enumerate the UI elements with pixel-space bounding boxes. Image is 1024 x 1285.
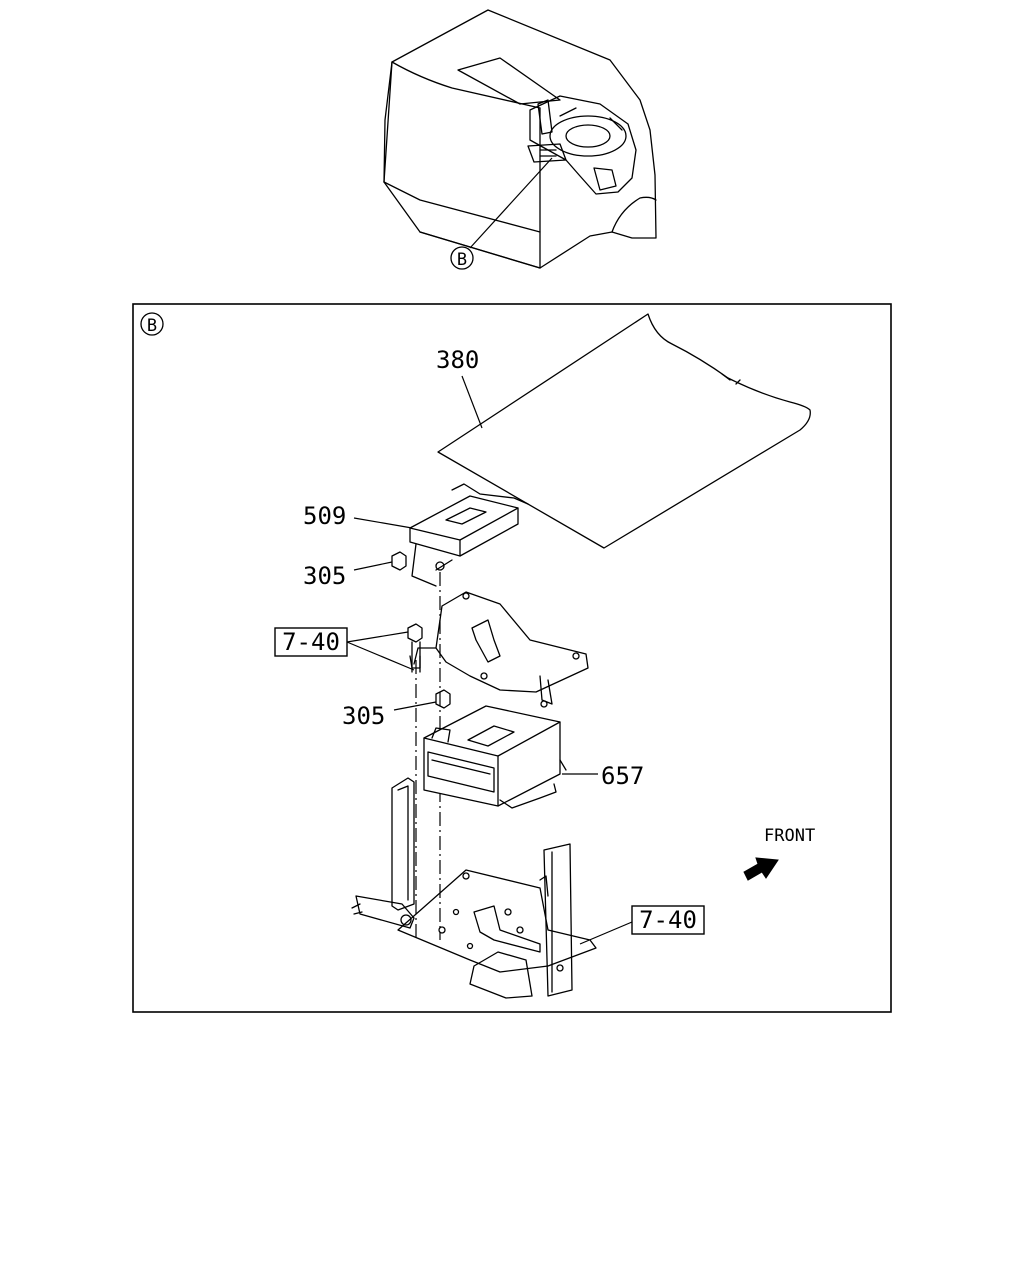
front-label: FRONT — [764, 826, 815, 846]
detail-view-frame — [132, 303, 892, 1013]
part-657-unit — [423, 705, 567, 809]
overview-view-marker-label: B — [457, 250, 467, 270]
callout-7-40-right: 7-40 — [579, 905, 705, 945]
callout-657-label: 657 — [601, 762, 644, 790]
callout-305-lower-label: 305 — [342, 702, 385, 730]
fasteners — [391, 551, 451, 709]
dashboard-overview — [527, 95, 637, 195]
callout-7-40-left: 7-40 — [274, 627, 415, 671]
upper-bracket — [409, 591, 589, 708]
callout-657: 657 — [562, 762, 644, 790]
callout-7-40-left-label: 7-40 — [282, 628, 340, 656]
callout-509: 509 — [303, 502, 413, 530]
callout-7-40-right-label: 7-40 — [639, 906, 697, 934]
callout-509-label: 509 — [303, 502, 346, 530]
front-arrow-icon — [743, 857, 779, 881]
detail-view: B — [132, 303, 892, 1013]
callout-380: 380 — [436, 346, 483, 429]
detail-view-marker-label: B — [147, 316, 157, 336]
nut-305-upper — [391, 551, 407, 571]
cab-overview: B — [383, 9, 657, 270]
part-380-sheet — [437, 313, 811, 549]
nut-305-lower — [435, 689, 451, 709]
callout-380-label: 380 — [436, 346, 479, 374]
callout-305-upper: 305 — [303, 561, 393, 590]
overview-leader-line — [469, 157, 553, 249]
lower-frame — [351, 777, 597, 999]
callout-305-upper-label: 305 — [303, 562, 346, 590]
detail-view-marker: B — [140, 312, 164, 336]
bolt-7-40-upper — [407, 623, 423, 643]
cab-body-outline — [383, 9, 657, 269]
overview-view-marker: B — [450, 246, 474, 270]
alignment-lines — [415, 572, 441, 940]
front-direction-indicator: FRONT — [743, 826, 815, 881]
part-509-unit — [409, 483, 529, 587]
callout-305-lower: 305 — [342, 701, 437, 730]
